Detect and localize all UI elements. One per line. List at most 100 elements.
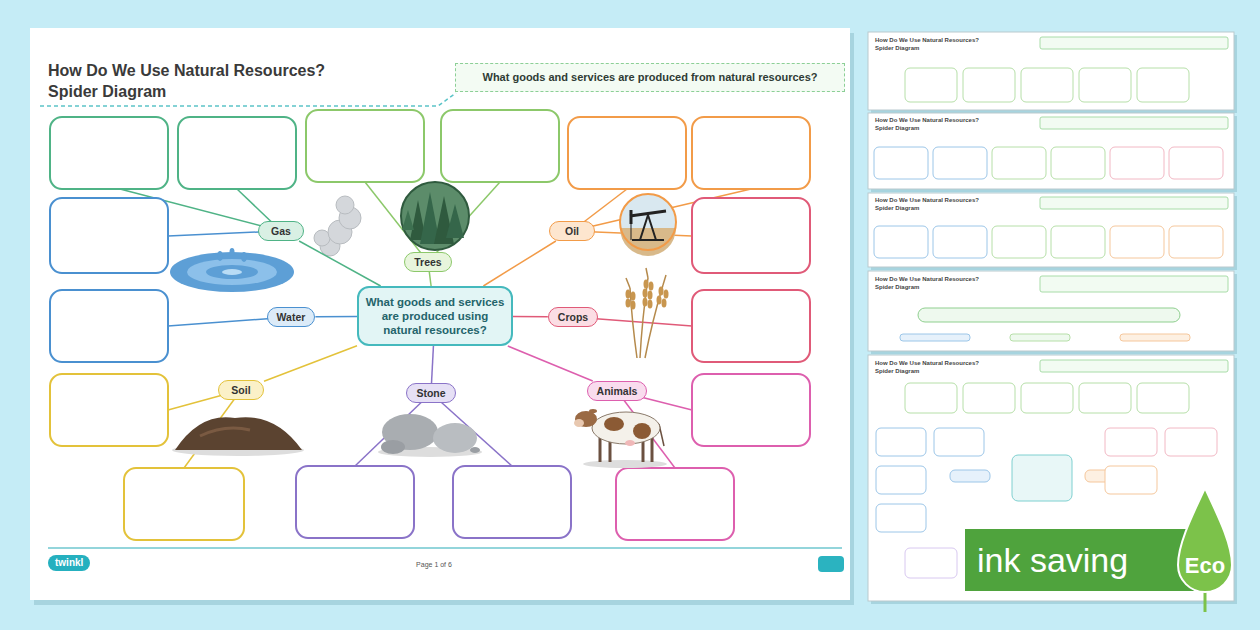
cow-picture: [633, 423, 651, 439]
answer-box: [692, 374, 810, 446]
thumbnail-box: [1079, 68, 1131, 102]
stone-picture: [381, 440, 405, 454]
thumbnail-box: [934, 428, 984, 456]
thumbnail-page: [868, 32, 1234, 110]
thumbnail-box: [874, 147, 928, 179]
badge-text: ink saving: [977, 540, 1128, 580]
answer-box: [568, 117, 686, 189]
crops-picture: [631, 301, 636, 310]
oil-picture: [630, 210, 633, 224]
crops-picture: [626, 280, 669, 310]
gas-picture: [336, 196, 354, 214]
logo-text-holder: twinkl: [48, 555, 90, 571]
node-text: Stone: [416, 386, 445, 400]
water-picture: [187, 259, 277, 285]
water-picture: [230, 248, 235, 256]
thumbnail-box: [1040, 360, 1228, 372]
page-sheet: [30, 28, 850, 600]
trees-picture: [402, 210, 414, 230]
answer-box: [50, 374, 168, 446]
thumbnail-box: [900, 334, 970, 341]
thumbnail-box: [1040, 197, 1228, 209]
thumbnail-box: [1110, 226, 1164, 258]
eco-badge: [1178, 488, 1232, 592]
thumbnail-page: [868, 271, 1234, 351]
spoke-connector: [429, 272, 431, 286]
thumbnail-title-holder: How Do We Use Natural Resources? Spider …: [875, 37, 987, 52]
crops-picture: [662, 299, 667, 308]
thumbnail-box: [1137, 68, 1189, 102]
crops-picture: [631, 292, 636, 301]
cow-picture: [604, 417, 624, 431]
crops-picture: [626, 278, 630, 288]
node-text: Crops: [558, 310, 588, 324]
answer-box: [616, 468, 734, 540]
node-text: Soil: [228, 383, 254, 397]
crops-picture: [645, 285, 663, 358]
thumbnail-page: [868, 32, 1237, 604]
spoke-connector: [315, 316, 357, 318]
crops-picture: [664, 290, 669, 299]
thumbnail-box: [1110, 147, 1164, 179]
oil-picture: [631, 224, 632, 240]
thumbnail-box: [963, 68, 1015, 102]
crops-picture: [644, 280, 649, 289]
oil-picture: [630, 211, 666, 216]
crops-picture: [649, 282, 654, 291]
thumbnail-page: [868, 113, 1234, 189]
spoke-connector: [432, 346, 434, 383]
thumbnail-title-holder: How Do We Use Natural Resources? Spider …: [875, 276, 987, 291]
cow-picture: [589, 409, 597, 413]
spoke-connector: [264, 346, 357, 381]
eco-badge: [1204, 590, 1207, 612]
thumbnail-box: [905, 68, 957, 102]
logo-text: twinkl: [55, 556, 83, 570]
thumbnail-box: [1169, 147, 1223, 179]
node-text: Water: [277, 310, 306, 324]
thumbnail-box: [933, 147, 987, 179]
oil-picture: [620, 194, 676, 256]
page-number-holder: Page 1 of 6: [416, 560, 452, 569]
thumbnail-box: [1105, 428, 1157, 456]
thumbnail-box: [1051, 147, 1105, 179]
thumbnail-box: [876, 504, 926, 532]
thumbnail-box: [1040, 276, 1228, 292]
thumbnail-box: [905, 548, 957, 578]
node-text: Animals: [597, 384, 638, 398]
footer-rule: [818, 556, 844, 572]
thumbnail-box: [950, 470, 990, 482]
category-label: Oil: [549, 221, 595, 241]
answer-box: [692, 290, 810, 362]
answer-box: [50, 117, 168, 189]
cow-picture: [651, 438, 654, 462]
thumbnail-box: [992, 147, 1046, 179]
crops-picture: [663, 275, 666, 285]
crops-picture: [626, 299, 631, 308]
oil-picture: [632, 239, 664, 241]
thumbnail-box: [1137, 383, 1189, 413]
crops-picture: [648, 300, 653, 309]
answer-box: [178, 117, 296, 189]
node-text: Oil: [559, 224, 585, 238]
thumbnail-title-holder: How Do We Use Natural Resources? Spider …: [875, 197, 987, 212]
category-label: Water: [267, 307, 316, 327]
crops-picture: [643, 298, 648, 307]
thumbnail-title: How Do We Use Natural Resources? Spider …: [875, 276, 987, 291]
thumbnail-box: [1105, 466, 1157, 494]
thumbnail-box: [918, 308, 1180, 322]
crops-picture: [657, 296, 662, 305]
thumbnail-box: [1021, 383, 1073, 413]
answer-box: [124, 468, 244, 540]
thumbnail-title: How Do We Use Natural Resources? Spider …: [875, 117, 987, 132]
water-picture: [206, 265, 258, 279]
spoke-connector: [508, 346, 593, 381]
crops-picture: [659, 287, 664, 296]
category-label: Animals: [587, 381, 648, 401]
leader-line: [120, 182, 751, 468]
badge-text-holder: Eco: [1185, 553, 1225, 579]
thumbnail-box: [1010, 334, 1070, 341]
badge-text: Eco: [1185, 553, 1225, 579]
node-text: Gas: [268, 224, 294, 238]
answer-box: [692, 117, 810, 189]
